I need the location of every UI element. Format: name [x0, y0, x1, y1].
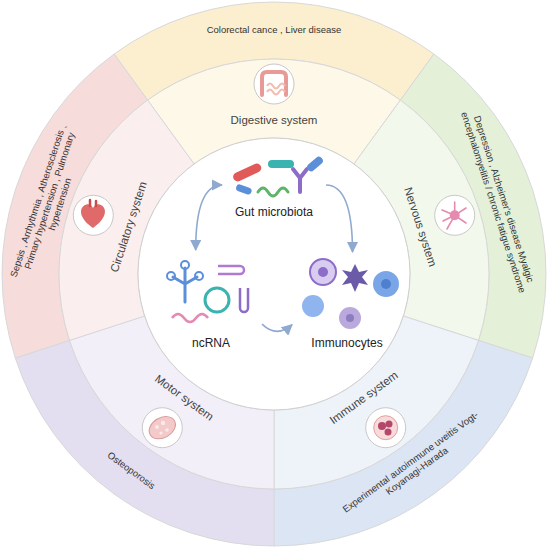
- disease-label: Colorectal cance , Liver disease: [207, 25, 342, 36]
- center-item: Gut microbiota: [222, 148, 326, 222]
- disease-band: Sepsis , Arrhythmia , Atherosclerosis 、 …: [3, 101, 96, 301]
- item-label: Immunocytes: [311, 336, 382, 350]
- system-label: Circulatory system: [108, 180, 150, 274]
- center-item: Immunocytes: [292, 252, 402, 353]
- disease-band: Colorectal cance , Liver disease: [207, 25, 342, 36]
- item-label: ncRNA: [192, 336, 230, 350]
- disease-band: Experimental autoimmune uveitis Vogt-Koy…: [327, 399, 502, 534]
- system-label: Motor system: [152, 372, 216, 423]
- disease-band: Depression , Alzheimer's disease Myalgic…: [457, 103, 540, 300]
- center-item: ncRNA: [160, 250, 262, 353]
- curved-arrow: [262, 324, 292, 331]
- system-band: Nervous system: [400, 185, 438, 267]
- disease-label: Sepsis , Arrhythmia , Atherosclerosis 、 …: [3, 101, 96, 301]
- system-label: Nervous system: [400, 185, 438, 267]
- disease-label: Depression , Alzheimer's disease Myalgic…: [457, 103, 540, 300]
- system-band: Immune system: [327, 369, 400, 427]
- system-band: Digestive system: [231, 114, 318, 127]
- disease-label: Experimental autoimmune uveitis Vogt-Koy…: [327, 399, 502, 534]
- curved-arrow: [326, 185, 353, 252]
- disease-band: Osteoporosis: [105, 451, 157, 493]
- item-label: Gut microbiota: [235, 205, 313, 219]
- disease-label: Osteoporosis: [105, 451, 157, 493]
- system-label: Digestive system: [231, 114, 318, 127]
- system-label: Immune system: [327, 369, 400, 427]
- curved-arrow: [196, 185, 222, 250]
- system-band: Motor system: [152, 372, 216, 423]
- system-band: Circulatory system: [108, 180, 150, 274]
